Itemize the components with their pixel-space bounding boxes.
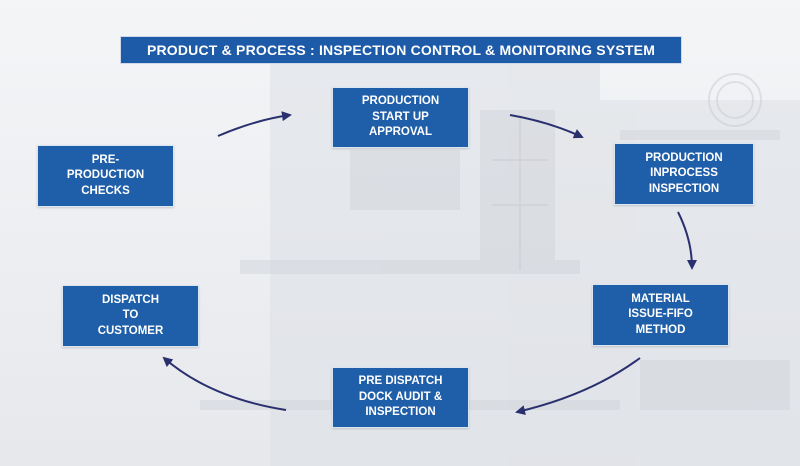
- step-line: DOCK AUDIT &: [358, 390, 443, 403]
- step-pre-production-checks: PRE- PRODUCTION CHECKS: [37, 145, 174, 207]
- step-line: PRE DISPATCH: [358, 375, 443, 388]
- step-line: ISSUE-FIFO: [628, 308, 693, 321]
- step-line: PRODUCTION: [361, 95, 440, 108]
- step-dispatch-to-customer: DISPATCH TO CUSTOMER: [62, 285, 199, 347]
- arrow-dock-to-dispatch: [162, 356, 287, 411]
- arrow-checks-to-startup: [217, 111, 292, 137]
- step-line: CHECKS: [81, 184, 130, 197]
- step-line: PRODUCTION: [66, 169, 145, 182]
- step-line: CUSTOMER: [97, 324, 164, 337]
- step-line: TO: [122, 309, 139, 322]
- step-line: INPROCESS: [650, 167, 718, 180]
- step-line: START UP: [372, 110, 429, 123]
- arrow-inprocess-to-material: [677, 211, 697, 270]
- step-line: DISPATCH: [101, 293, 160, 306]
- arrow-startup-to-inprocess: [509, 114, 584, 139]
- step-line: PRODUCTION: [645, 151, 723, 164]
- step-line: PRE-: [91, 153, 120, 166]
- step-material-issue-fifo-method: MATERIAL ISSUE-FIFO METHOD: [592, 284, 729, 346]
- diagram-title: PRODUCT & PROCESS : INSPECTION CONTROL &…: [120, 36, 682, 64]
- step-line: APPROVAL: [368, 126, 433, 139]
- step-production-inprocess-inspection: PRODUCTION INPROCESS INSPECTION: [614, 143, 754, 205]
- step-production-start-up-approval: PRODUCTION START UP APPROVAL: [332, 87, 469, 148]
- step-line: METHOD: [635, 323, 686, 336]
- step-line: INSPECTION: [648, 182, 720, 195]
- step-pre-dispatch-dock-audit: PRE DISPATCH DOCK AUDIT & INSPECTION: [332, 367, 469, 428]
- arrow-material-to-dock: [515, 357, 641, 416]
- step-line: MATERIAL: [631, 292, 690, 305]
- step-line: INSPECTION: [365, 406, 436, 419]
